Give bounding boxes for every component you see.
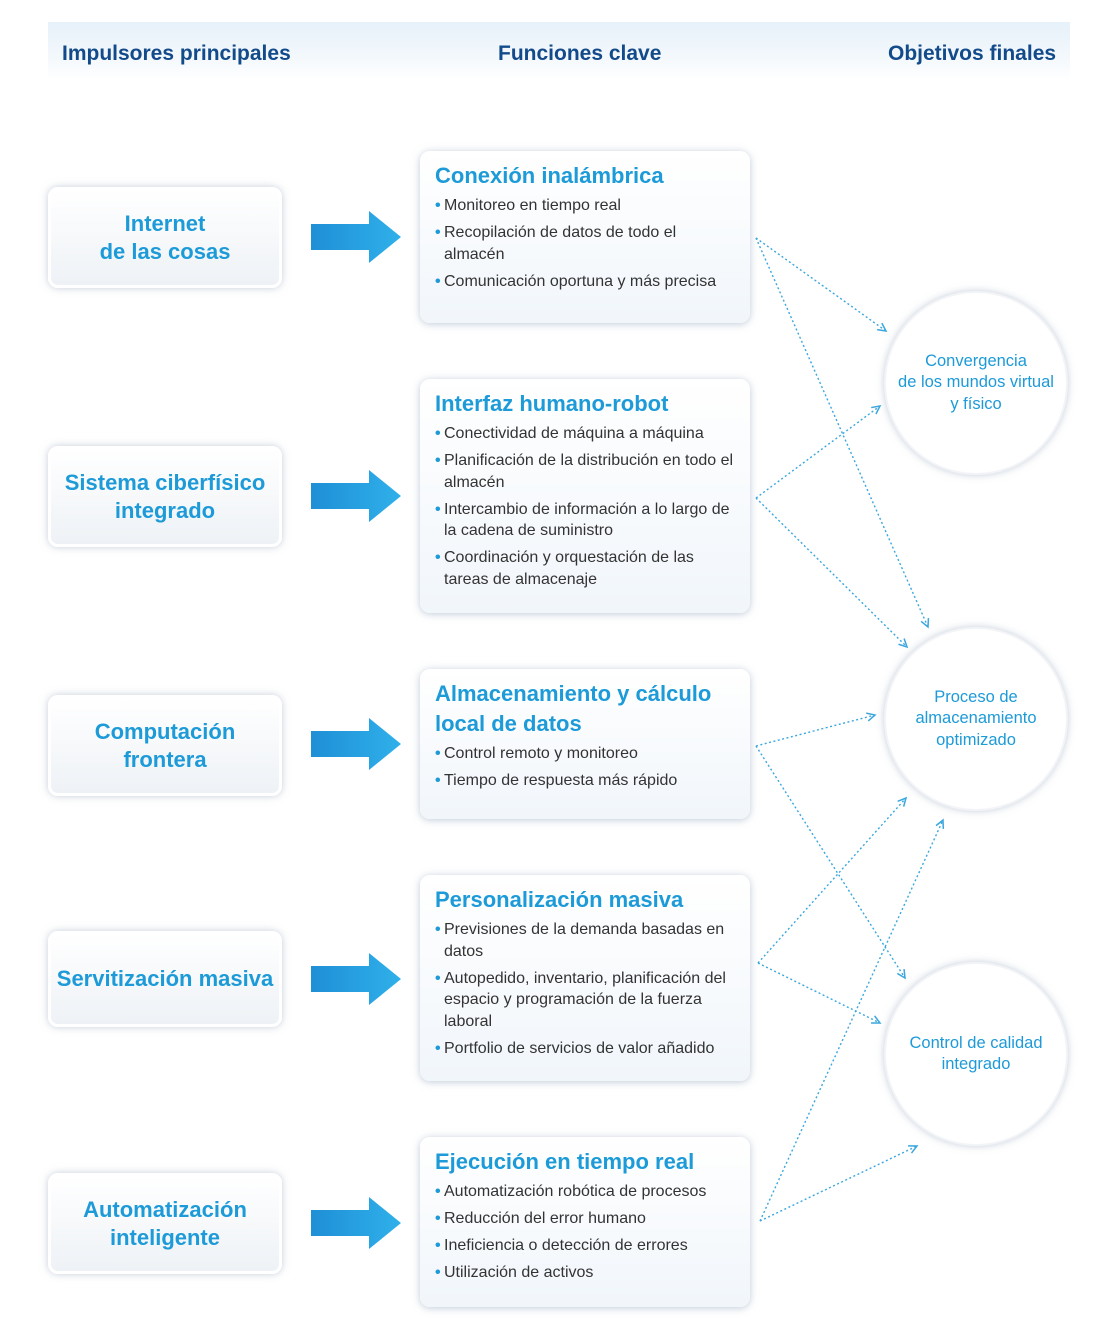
function-wireless-connection: Conexión inalámbrica •Monitoreo en tiemp… bbox=[420, 151, 750, 323]
bullet-icon: • bbox=[435, 921, 441, 938]
function-real-time-execution: Ejecución en tiempo real •Automatización… bbox=[420, 1137, 750, 1307]
arrow-right-icon bbox=[311, 470, 401, 522]
function-item-list: •Control remoto y monitoreo •Tiempo de r… bbox=[435, 743, 738, 792]
function-human-robot-interface: Interfaz humano-robot •Conectividad de m… bbox=[420, 379, 750, 613]
bullet-icon: • bbox=[435, 224, 441, 241]
connector-arrow bbox=[755, 745, 906, 980]
bullet-icon: • bbox=[435, 425, 441, 442]
driver-mass-servitization: Servitización masiva bbox=[48, 931, 282, 1027]
bullet-icon: • bbox=[435, 500, 441, 518]
bullet-icon: • bbox=[435, 1183, 441, 1200]
list-item: •Utilización de activos bbox=[435, 1262, 738, 1284]
list-item: •Intercambio de información a lo largo d… bbox=[435, 500, 730, 540]
bullet-icon: • bbox=[435, 1210, 441, 1227]
function-item-list: •Monitoreo en tiempo real •Recopilación … bbox=[435, 195, 738, 292]
bullet-icon: • bbox=[435, 1237, 441, 1254]
connector-arrow bbox=[757, 962, 882, 1024]
list-item: •Recopilación de datos de todo el almacé… bbox=[435, 224, 677, 263]
bullet-icon: • bbox=[435, 452, 441, 469]
list-item: •Planificación de la distribución en tod… bbox=[435, 452, 734, 491]
list-item: •Tiempo de respuesta más rápido bbox=[435, 770, 738, 792]
function-title: Ejecución en tiempo real bbox=[435, 1149, 695, 1174]
header-functions: Funciones clave bbox=[498, 42, 662, 65]
bullet-icon: • bbox=[435, 772, 441, 789]
list-item: •Ineficiencia o detección de errores bbox=[435, 1235, 738, 1257]
function-item-list: •Automatización robótica de procesos •Re… bbox=[435, 1181, 738, 1284]
function-title: Personalización masiva bbox=[435, 887, 684, 912]
driver-label: Servitización masiva bbox=[56, 966, 274, 991]
arrow-right-icon bbox=[311, 211, 401, 263]
bullet-icon: • bbox=[435, 549, 441, 566]
list-item: •Monitoreo en tiempo real bbox=[435, 195, 738, 217]
bullet-icon: • bbox=[435, 1039, 441, 1057]
function-item-list: •Previsiones de la demanda basadas en da… bbox=[435, 919, 738, 1059]
connector-arrow bbox=[755, 237, 930, 629]
connector-arrow bbox=[757, 796, 908, 964]
connector-arrow bbox=[755, 405, 882, 499]
header-band bbox=[48, 22, 1070, 80]
list-item: •Portfolio de servicios de valor añadido bbox=[435, 1038, 738, 1060]
list-item: •Comunicación oportuna y más precisa bbox=[435, 271, 738, 293]
function-mass-customization: Personalización masiva •Previsiones de l… bbox=[420, 875, 750, 1081]
bullet-icon: • bbox=[435, 272, 441, 290]
list-item: •Previsiones de la demanda basadas en da… bbox=[435, 921, 725, 960]
list-item: •Autopedido, inventario, planificación d… bbox=[435, 969, 726, 1030]
function-item-list: •Conectividad de máquina a máquina •Plan… bbox=[435, 423, 738, 590]
bullet-icon: • bbox=[435, 1264, 441, 1281]
function-title: Conexión inalámbrica bbox=[435, 163, 664, 188]
connector-arrow bbox=[755, 237, 888, 332]
arrow-right-icon bbox=[311, 953, 401, 1005]
header-drivers: Impulsores principales bbox=[62, 42, 291, 65]
list-item: •Conectividad de máquina a máquina bbox=[435, 423, 738, 445]
list-item: •Coordinación y orquestación de las tare… bbox=[435, 549, 694, 588]
connector-arrow bbox=[759, 1145, 919, 1222]
list-item: •Control remoto y monitoreo bbox=[435, 743, 738, 765]
bullet-icon: • bbox=[435, 969, 441, 987]
list-item: •Automatización robótica de procesos bbox=[435, 1181, 738, 1203]
arrow-right-icon bbox=[311, 718, 401, 770]
function-title: Interfaz humano-robot bbox=[435, 391, 669, 416]
bullet-icon: • bbox=[435, 745, 441, 762]
bullet-icon: • bbox=[435, 197, 441, 214]
header-goals: Objetivos finales bbox=[888, 42, 1057, 65]
connector-arrow bbox=[755, 712, 877, 747]
connector-arrow bbox=[759, 818, 945, 1222]
arrow-right-icon bbox=[311, 1197, 401, 1249]
list-item: •Reducción del error humano bbox=[435, 1208, 738, 1230]
connector-arrow bbox=[755, 497, 909, 649]
